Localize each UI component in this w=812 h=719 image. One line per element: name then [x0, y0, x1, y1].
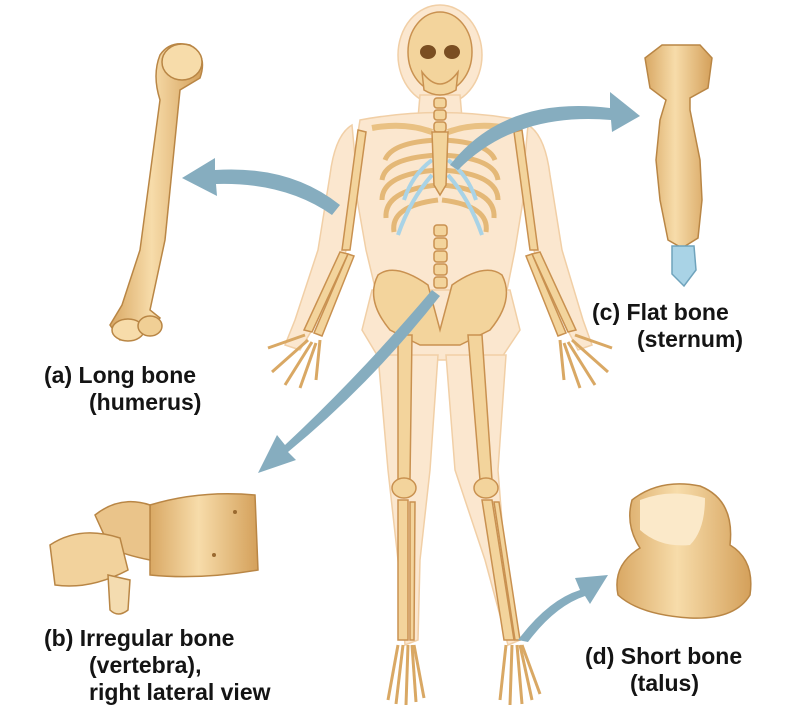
label-short-bone: (d) Short bone (talus)	[585, 643, 742, 697]
leg-bones	[391, 334, 521, 641]
skeleton-sternum	[431, 131, 449, 197]
label-view: right lateral view	[89, 679, 271, 705]
label-long-bone: (a) Long bone (humerus)	[44, 362, 201, 416]
vertebra-illustration	[49, 493, 259, 615]
arrow-to-talus	[518, 575, 608, 642]
talus-illustration	[616, 483, 752, 619]
label-name: Irregular bone	[79, 625, 235, 651]
label-letter: (c)	[592, 299, 621, 325]
label-name: Flat bone	[626, 299, 729, 325]
costal-cartilage	[396, 158, 484, 236]
hand-bones	[267, 333, 613, 389]
label-letter: (d)	[585, 643, 615, 669]
label-name: Short bone	[620, 643, 743, 669]
arm-bones	[302, 129, 578, 337]
foot-bones	[386, 644, 542, 706]
label-name: Long bone	[78, 362, 197, 388]
arrow-to-vertebra	[258, 290, 440, 473]
label-detail: (vertebra),	[89, 652, 202, 678]
label-detail: (talus)	[630, 670, 699, 696]
sternum-illustration	[644, 44, 713, 288]
label-letter: (b)	[44, 625, 74, 651]
spine	[433, 97, 448, 289]
pointer-arrows	[182, 92, 640, 642]
label-letter: (a)	[44, 362, 73, 388]
label-detail: (humerus)	[89, 389, 202, 415]
label-flat-bone: (c) Flat bone (sternum)	[592, 299, 743, 353]
arrow-to-humerus	[182, 158, 340, 215]
humerus-illustration	[109, 43, 204, 342]
rib-cage	[379, 137, 501, 233]
label-detail: (sternum)	[637, 326, 744, 352]
arrow-to-sternum	[450, 92, 640, 170]
label-irregular-bone: (b) Irregular bone (vertebra), right lat…	[44, 625, 271, 706]
skull	[407, 11, 473, 93]
